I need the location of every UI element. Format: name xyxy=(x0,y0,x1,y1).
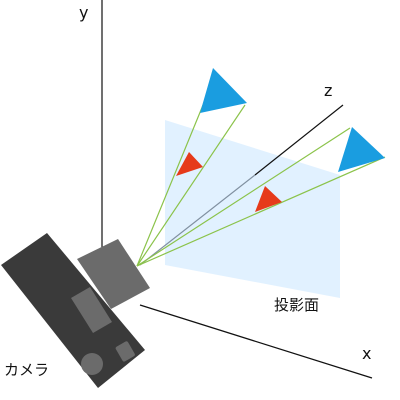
z-axis xyxy=(254,104,344,176)
object-marker-lower xyxy=(338,127,385,172)
camera-button xyxy=(115,341,135,362)
ray-upper-b xyxy=(136,104,246,267)
ray-lower-b xyxy=(136,156,386,267)
camera-display xyxy=(71,287,112,333)
x-axis-label: x xyxy=(362,344,371,363)
camera-dial xyxy=(81,353,103,375)
camera xyxy=(1,233,150,388)
projection-plane xyxy=(165,120,340,298)
camera-label: カメラ xyxy=(4,361,49,379)
ray-upper-a xyxy=(136,87,211,267)
ray-lower-a xyxy=(136,127,351,267)
rays xyxy=(136,87,386,267)
camera-lens xyxy=(77,239,150,309)
projection-plane-label: 投影面 xyxy=(274,296,319,314)
object-marker-upper xyxy=(200,68,247,113)
y-axis-label: y xyxy=(79,3,88,22)
z-axis-label: z xyxy=(324,81,332,100)
camera-body xyxy=(1,233,145,388)
projected-marker-lower xyxy=(255,186,282,212)
z-axis-depth xyxy=(139,174,256,266)
x-axis xyxy=(139,304,373,379)
projected-marker-upper xyxy=(176,152,203,176)
